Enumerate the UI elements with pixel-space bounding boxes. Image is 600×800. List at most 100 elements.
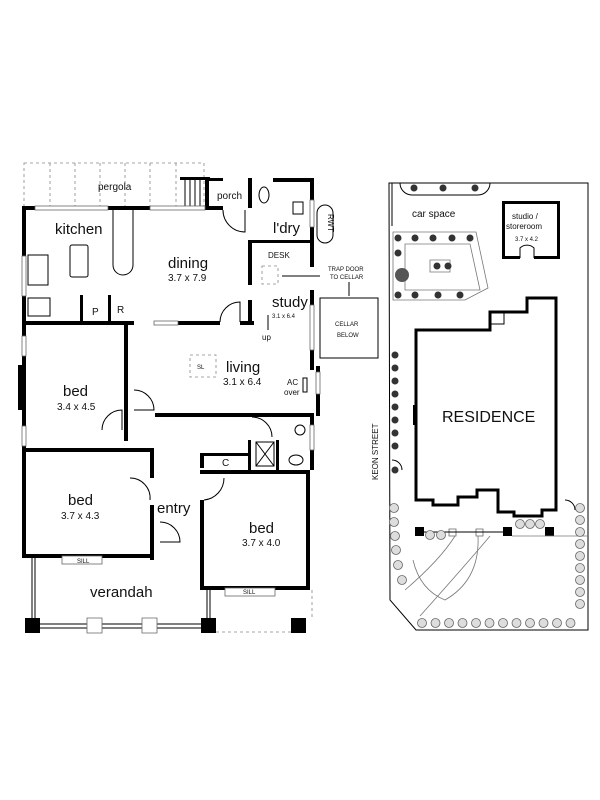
porch-label: porch xyxy=(217,191,242,202)
shrub-icon xyxy=(391,390,399,398)
hedge-plant-icon xyxy=(535,519,545,529)
hedge-plant-icon xyxy=(575,599,585,609)
bed1-size: 3.4 x 4.5 xyxy=(57,402,96,413)
front-path xyxy=(404,535,588,617)
pergola-label: pergola xyxy=(98,182,132,193)
verandah-structure xyxy=(25,558,313,634)
study-label: study xyxy=(272,294,308,311)
bed2-size: 3.7 x 4.3 xyxy=(61,511,100,522)
studio-label-2: storeroom xyxy=(506,222,542,231)
hedge-plant-icon xyxy=(525,519,535,529)
stair-up-label: up xyxy=(262,333,271,342)
hedge-plant-icon xyxy=(444,618,454,628)
window xyxy=(21,425,27,447)
shrub-icon xyxy=(391,351,399,359)
hedge-plant-icon xyxy=(390,531,400,541)
walls xyxy=(18,178,320,590)
verandah-posts xyxy=(25,618,306,633)
trap-door[interactable] xyxy=(261,265,279,285)
shrub-icon xyxy=(448,234,456,242)
window xyxy=(34,205,109,211)
shrub-icon xyxy=(391,442,399,450)
pergola-structure xyxy=(23,162,210,210)
hedge-plant-icon xyxy=(575,539,585,549)
dining-door[interactable] xyxy=(219,301,241,323)
rwt-tank xyxy=(316,204,334,244)
bed1-label: bed xyxy=(63,383,88,400)
hedge-plant-icon xyxy=(397,575,407,585)
pantry-label: P xyxy=(92,307,99,318)
shrub-icon xyxy=(394,234,402,242)
living-size: 3.1 x 6.4 xyxy=(223,377,262,388)
shrub-icon xyxy=(429,234,437,242)
window xyxy=(309,424,315,451)
dining-size: 3.7 x 7.9 xyxy=(168,273,207,284)
ac-label-1: AC xyxy=(287,378,298,387)
cellar-label-1: CELLAR xyxy=(335,322,359,328)
fridge-label: R xyxy=(117,305,124,316)
laundry-toilet xyxy=(258,186,270,204)
shrub-icon xyxy=(471,184,479,192)
cellar-label-2: BELOW xyxy=(337,333,359,339)
shrub-icon xyxy=(444,262,452,270)
shrub-icon xyxy=(391,416,399,424)
ac-unit xyxy=(302,377,308,393)
hedge-plant-icon xyxy=(575,515,585,525)
hedge-plant-icon xyxy=(575,575,585,585)
arrow-lines xyxy=(267,275,350,330)
house-plan xyxy=(18,162,379,634)
site-boundary xyxy=(388,182,589,631)
sill-label-bed3: SILL xyxy=(243,590,256,596)
site-plan xyxy=(388,182,589,631)
kitchen-island xyxy=(69,244,89,278)
trap-door-label-1: TRAP DOOR xyxy=(328,267,364,273)
ac-label-2: over xyxy=(284,388,300,397)
window xyxy=(61,555,103,565)
verandah-label: verandah xyxy=(90,584,153,601)
hedge-plant-icon xyxy=(575,587,585,597)
window xyxy=(153,320,179,326)
hedge-plant-icon xyxy=(575,563,585,573)
hedge-plant-icon xyxy=(484,618,495,628)
trap-door-label-2: TO CELLAR xyxy=(330,275,364,281)
toilet xyxy=(288,454,304,466)
hedge-plant-icon xyxy=(430,618,441,628)
car-space-label: car space xyxy=(412,209,456,220)
bed2-door[interactable] xyxy=(129,477,151,501)
bed1-door[interactable] xyxy=(101,409,123,431)
tree-icon xyxy=(395,268,409,282)
shrub-icon xyxy=(466,234,474,242)
porch-steps xyxy=(180,177,210,180)
window xyxy=(21,335,27,357)
sink xyxy=(27,254,49,286)
hedge-plant-icon xyxy=(391,545,401,555)
hedge-plant-icon xyxy=(565,618,576,628)
shrub-icon xyxy=(411,291,419,299)
kitchen-bench xyxy=(112,210,134,276)
entry-label: entry xyxy=(157,500,191,517)
living-label: living xyxy=(226,359,260,376)
laundry-label: l'dry xyxy=(273,220,301,237)
shrub-icon xyxy=(391,377,399,385)
side-gates[interactable] xyxy=(391,459,576,511)
front-door[interactable] xyxy=(159,521,181,543)
studio-door[interactable] xyxy=(519,244,535,258)
residence-label: RESIDENCE xyxy=(442,409,535,426)
street-label: KEON STREET xyxy=(371,423,380,480)
living-door[interactable] xyxy=(133,389,155,411)
window xyxy=(21,255,27,297)
front-garden-bed xyxy=(391,182,491,226)
porch-door[interactable] xyxy=(222,209,246,233)
bed3-door[interactable] xyxy=(203,477,225,501)
residence-rear-steps xyxy=(490,311,505,325)
skylight-label: SL xyxy=(197,365,205,371)
landscaping xyxy=(389,184,585,628)
laundry-tub xyxy=(292,201,304,215)
kitchen-label: kitchen xyxy=(55,221,103,238)
window xyxy=(315,371,321,395)
hedge-plant-icon xyxy=(436,530,446,540)
hedge-plant-icon xyxy=(393,560,403,570)
bathroom-door[interactable] xyxy=(251,416,273,438)
